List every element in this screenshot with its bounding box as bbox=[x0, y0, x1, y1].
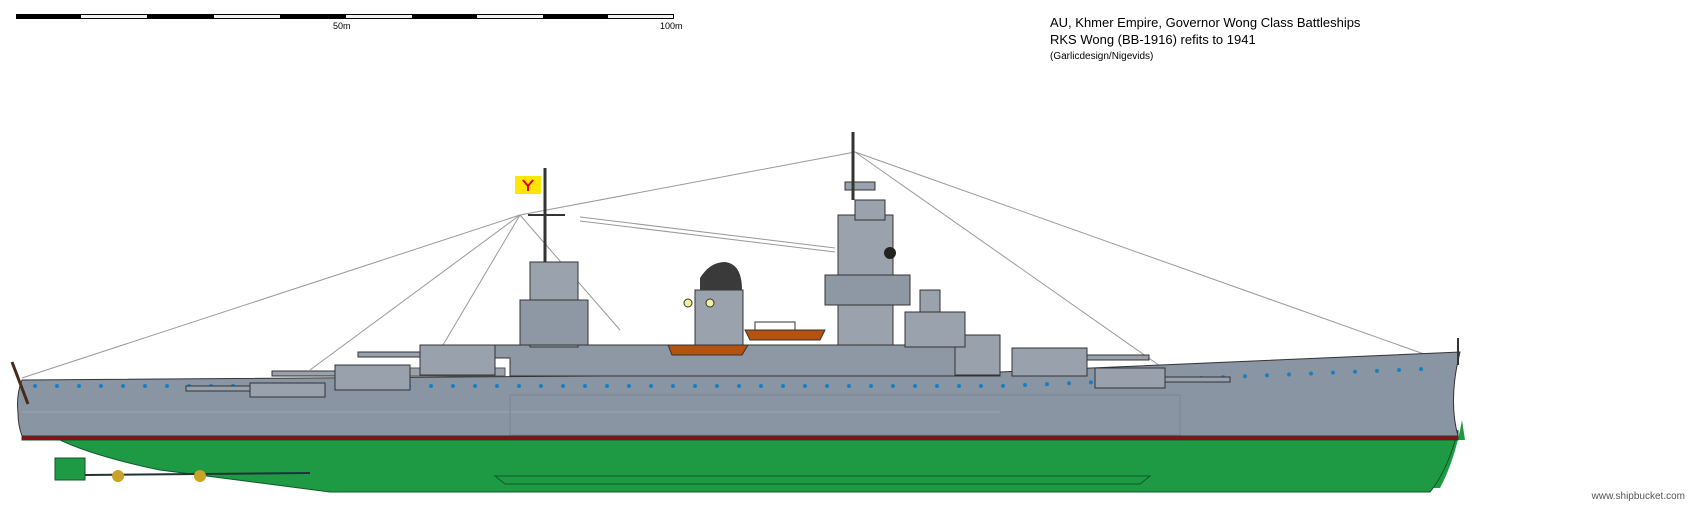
aft-turrets bbox=[185, 344, 496, 398]
porthole bbox=[627, 384, 631, 388]
porthole bbox=[781, 384, 785, 388]
porthole bbox=[1023, 383, 1027, 387]
website-credit: www.shipbucket.com bbox=[1591, 491, 1685, 502]
porthole bbox=[1243, 374, 1247, 379]
porthole bbox=[451, 384, 455, 388]
porthole bbox=[165, 384, 169, 388]
porthole bbox=[33, 384, 37, 388]
porthole bbox=[1397, 368, 1401, 373]
porthole bbox=[671, 384, 675, 388]
porthole bbox=[1265, 373, 1269, 378]
propeller-icon bbox=[194, 470, 206, 482]
porthole bbox=[1287, 372, 1291, 377]
porthole bbox=[979, 384, 983, 388]
gun-barrel bbox=[1086, 354, 1150, 361]
porthole bbox=[1309, 371, 1313, 376]
porthole bbox=[737, 384, 741, 388]
porthole bbox=[1353, 369, 1357, 374]
turret-w bbox=[419, 344, 496, 376]
title-line-2: RKS Wong (BB-1916) refits to 1941 bbox=[1050, 32, 1256, 47]
ships-boats bbox=[667, 321, 826, 356]
porthole bbox=[1089, 380, 1093, 385]
turret-y bbox=[249, 382, 326, 398]
scale-bar bbox=[16, 14, 674, 19]
secondary-turret bbox=[954, 334, 1001, 376]
aft-tower bbox=[519, 168, 589, 348]
forward-tower bbox=[824, 132, 966, 348]
porthole bbox=[803, 384, 807, 388]
porthole bbox=[957, 384, 961, 388]
porthole bbox=[99, 384, 103, 388]
bilge-keel bbox=[493, 475, 1152, 485]
porthole bbox=[891, 384, 895, 388]
armor-belt bbox=[509, 394, 1181, 436]
porthole bbox=[539, 384, 543, 388]
turret-x bbox=[334, 364, 411, 391]
porthole bbox=[1045, 382, 1049, 387]
porthole bbox=[55, 384, 59, 388]
porthole bbox=[847, 384, 851, 388]
title-credits: (Garlicdesign/Nigevids) bbox=[1050, 51, 1154, 62]
porthole bbox=[517, 384, 521, 388]
gun-barrel bbox=[271, 370, 336, 377]
porthole bbox=[121, 384, 125, 388]
drawing-title: AU, Khmer Empire, Governor Wong Class Ba… bbox=[1050, 14, 1360, 65]
porthole bbox=[561, 384, 565, 388]
porthole bbox=[143, 384, 147, 388]
porthole bbox=[1419, 367, 1423, 372]
porthole bbox=[913, 384, 917, 388]
flag-emblem bbox=[522, 179, 534, 191]
porthole bbox=[1331, 370, 1335, 375]
turret-a bbox=[1094, 367, 1166, 389]
porthole bbox=[429, 384, 433, 388]
porthole bbox=[935, 384, 939, 388]
gun-barrel bbox=[185, 385, 251, 392]
porthole bbox=[693, 384, 697, 388]
porthole bbox=[759, 384, 763, 388]
turret-b bbox=[1011, 347, 1088, 377]
porthole bbox=[869, 384, 873, 388]
jackstaff bbox=[10, 361, 30, 405]
porthole bbox=[605, 384, 609, 388]
gun-barrel bbox=[357, 351, 421, 358]
porthole bbox=[495, 384, 499, 388]
title-line-1: AU, Khmer Empire, Governor Wong Class Ba… bbox=[1050, 15, 1361, 30]
porthole bbox=[77, 384, 81, 388]
porthole bbox=[649, 384, 653, 388]
funnel bbox=[683, 262, 744, 346]
porthole bbox=[1001, 383, 1005, 388]
propeller-shafts bbox=[54, 457, 311, 482]
boot-top-stripe bbox=[22, 436, 1458, 440]
scale-label-100m: 100m bbox=[660, 21, 683, 31]
gun-barrel bbox=[1164, 376, 1231, 383]
porthole bbox=[583, 384, 587, 388]
forward-turrets bbox=[954, 334, 1231, 389]
scale-label-50m: 50m bbox=[333, 21, 351, 31]
porthole bbox=[715, 384, 719, 388]
ensign-flag bbox=[515, 176, 541, 194]
porthole bbox=[473, 384, 477, 388]
propeller-icon bbox=[112, 470, 124, 482]
porthole bbox=[1375, 368, 1379, 373]
porthole bbox=[825, 384, 829, 388]
porthole bbox=[1067, 381, 1071, 386]
